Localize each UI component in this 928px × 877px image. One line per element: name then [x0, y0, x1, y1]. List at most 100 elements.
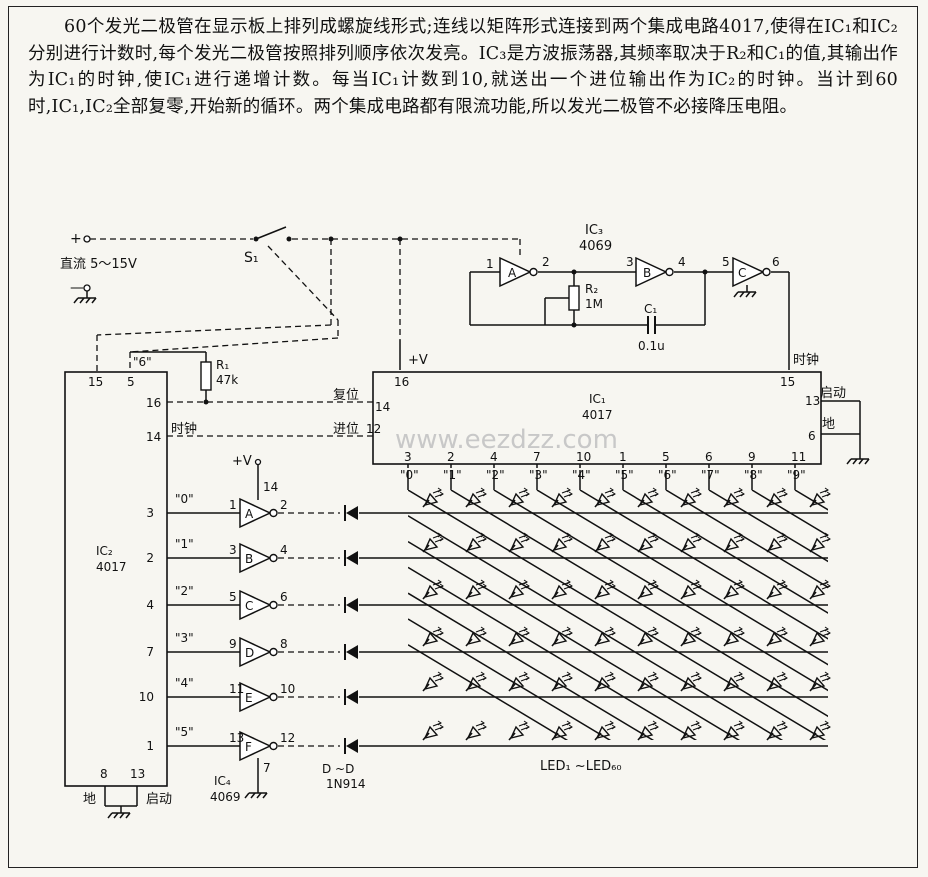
minus-terminal [83, 284, 91, 292]
led-18 [723, 532, 745, 553]
ic2-output-label-4: "4" [175, 676, 194, 690]
supply-voltage-label: 直流 5～15V [60, 257, 137, 272]
diode-part-label: 1N914 [326, 777, 366, 791]
ic2-label-6: "6" [133, 355, 152, 369]
ic1-gnd-label: 地 [822, 417, 835, 432]
ic1-output-label-6: "6" [658, 468, 677, 482]
resistor-r1 [200, 361, 212, 391]
ic4-pin-out-e: 10 [280, 682, 295, 696]
led-13 [508, 532, 530, 553]
ic4-gate-label-a: A [245, 507, 254, 521]
ic2-clock-label: 时钟 [171, 421, 197, 437]
ic3-part: 4069 [579, 239, 612, 254]
ic2-output-pin-4: 10 [139, 690, 154, 704]
ic4-vplus-label: +V [232, 454, 252, 469]
ic2-body [64, 371, 168, 787]
diode-1 [344, 504, 359, 522]
ic1-output-pin-6: 5 [662, 450, 670, 464]
ic3-name: IC₃ [585, 223, 603, 238]
ic2-output-label-1: "1" [175, 537, 194, 551]
ic4-part: 4069 [210, 790, 241, 804]
ic2-output-pin-1: 2 [146, 551, 154, 565]
ic1-pin-12: 12 [366, 422, 381, 436]
ic1-output-pin-8: 9 [748, 450, 756, 464]
ic4-pin-in-d: 9 [229, 637, 237, 651]
diode-range-label: D ~D [322, 762, 354, 776]
ic2-output-label-0: "0" [175, 492, 194, 506]
ic4-gate-label-e: E [245, 691, 253, 705]
ic1-output-pin-7: 6 [705, 450, 713, 464]
switch-s1-label: S₁ [244, 250, 259, 266]
c1-label: C₁ [644, 302, 657, 316]
ic4-pin-out-a: 2 [280, 498, 288, 512]
ic3-pin-4: 4 [678, 255, 686, 269]
ic2-pin-5: 5 [127, 375, 135, 389]
ic3-gate-a-label: A [508, 266, 517, 280]
ic2-name: IC₂ [96, 544, 113, 558]
ic1-counter: IC₁ 4017 16 复位 14 进位 12 时钟 15 启动 13 地 6 … [333, 352, 870, 482]
c1-value: 0.1u [638, 339, 665, 353]
led-41 [422, 671, 444, 692]
ic4-pin-out-f: 12 [280, 731, 295, 745]
description-text: 60个发光二极管在显示板上排列成螺旋线形式;连线以矩阵形式连接到两个集成电路40… [28, 17, 898, 117]
ic2-output-pins: 3"0"2"1"4"2"7"3"10"4"1"5" [139, 492, 240, 753]
ic2-output-label-5: "5" [175, 725, 194, 739]
ic1-output-label-7: "7" [701, 468, 720, 482]
ic1-output-label-1: "1" [443, 468, 462, 482]
ic1-output-label-2: "2" [486, 468, 505, 482]
ic1-start-label: 启动 [820, 386, 846, 401]
ic1-output-pin-5: 1 [619, 450, 627, 464]
ic4-pin-in-c: 5 [229, 590, 237, 604]
led-grid [407, 470, 831, 747]
ic1-output-label-0: "0" [400, 468, 419, 482]
resistor-r2 [568, 285, 580, 311]
ic3-gate-b-label: B [643, 266, 651, 280]
ic2-counter: IC₂ 4017 15 5 "6" 16 14 时钟 8 13 地 启动 R₁ … [64, 351, 373, 819]
led-range-label: LED₁ ~LED₆₀ [540, 759, 622, 774]
diode-5 [344, 688, 359, 706]
ic3-oscillator: IC₃ 4069 A 1 2 B 3 4 C 5 6 R₂ 1M [469, 223, 790, 370]
led-17 [680, 532, 702, 553]
ic1-output-label-3: "3" [529, 468, 548, 482]
ic1-output-pin-1: 2 [447, 450, 455, 464]
ic4-pin-in-e: 11 [229, 682, 244, 696]
ic4-gate-label-f: F [245, 740, 252, 754]
ic2-start-label: 启动 [146, 792, 172, 807]
ic2-output-label-3: "3" [175, 631, 194, 645]
ic1-pin-14: 14 [375, 400, 390, 414]
plus-terminal [83, 235, 91, 243]
ic3-pin-3: 3 [626, 255, 634, 269]
power-input: + 直流 5～15V — S₁ +V [60, 226, 521, 372]
diode-3 [344, 596, 359, 614]
ic3-pin-6: 6 [772, 255, 780, 269]
led-matrix: LED₁ ~LED₆₀ [407, 470, 831, 774]
led-16 [637, 532, 659, 553]
ic4-name: IC₄ [214, 774, 231, 788]
ic4-pin-out-d: 8 [280, 637, 288, 651]
ic4-pin-14: 14 [263, 480, 278, 494]
ic2-gnd-label: 地 [83, 792, 96, 807]
ic4-pin-in-b: 3 [229, 543, 237, 557]
ic3-gate-b [635, 257, 674, 287]
ic1-output-pin-3: 7 [533, 450, 541, 464]
ic2-part: 4017 [96, 560, 127, 574]
ic2-output-pin-3: 7 [146, 645, 154, 659]
led-11 [422, 532, 444, 553]
ic1-part: 4017 [582, 408, 613, 422]
figure-frame [8, 6, 918, 868]
ic1-output-pin-4: 10 [576, 450, 591, 464]
ic1-clock-label: 时钟 [793, 352, 819, 368]
ic1-output-pins: 3"0"2"1"4"2"7"3"10"4"1"5"5"6"6"7"9"8"11"… [400, 450, 806, 482]
plus-terminal-label: + [70, 231, 82, 247]
ic2-pin-8: 8 [100, 767, 108, 781]
ic4-pin-7: 7 [263, 761, 271, 775]
ic1-pin-15: 15 [780, 375, 795, 389]
ic3-pin-5: 5 [722, 255, 730, 269]
ic1-output-label-4: "4" [572, 468, 591, 482]
switch-s1-lever [255, 226, 287, 240]
ic1-output-label-5: "5" [615, 468, 634, 482]
ic3-gate-c-label: C [738, 266, 746, 280]
led-19 [766, 532, 788, 553]
led-52 [465, 720, 487, 741]
